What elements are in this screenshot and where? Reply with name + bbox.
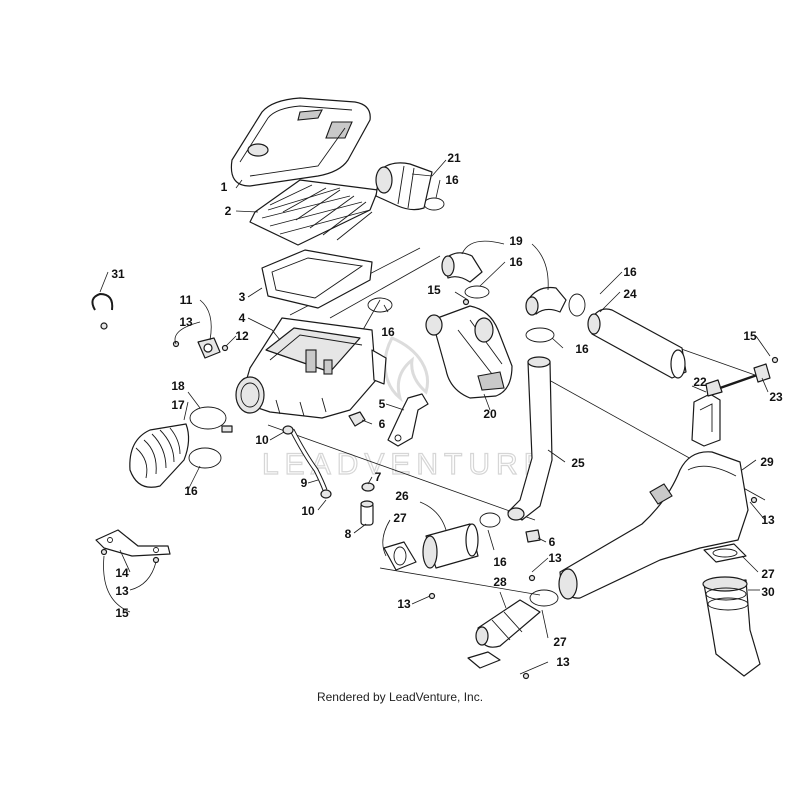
part-12-sensor-grommet bbox=[221, 344, 229, 352]
callout-19: 19 bbox=[509, 234, 523, 248]
callout-16d: 16 bbox=[575, 342, 589, 356]
callout-16b: 16 bbox=[509, 255, 523, 269]
part-22-bracket bbox=[691, 379, 723, 447]
part-7-grommet bbox=[361, 482, 375, 492]
callout-12: 12 bbox=[235, 329, 249, 343]
part-23-rod bbox=[719, 363, 771, 390]
callout-4: 4 bbox=[239, 311, 246, 325]
part-15-screws bbox=[100, 298, 779, 556]
callout-9: 9 bbox=[301, 476, 308, 490]
part-28-elbow bbox=[475, 599, 541, 648]
part-10-hose-clamp bbox=[282, 425, 332, 499]
callout-25: 25 bbox=[571, 456, 585, 470]
leader-lines bbox=[99, 159, 771, 675]
callout-16c: 16 bbox=[623, 265, 637, 279]
callout-7: 7 bbox=[375, 470, 382, 484]
callout-21: 21 bbox=[447, 151, 461, 165]
callout-14: 14 bbox=[115, 566, 129, 580]
callout-27c: 27 bbox=[761, 567, 775, 581]
callout-16g: 16 bbox=[493, 555, 507, 569]
part-27-gasket bbox=[383, 541, 747, 669]
part-2-filter-grid bbox=[249, 179, 379, 246]
callout-5: 5 bbox=[379, 397, 386, 411]
callout-20: 20 bbox=[483, 407, 497, 421]
callout-1: 1 bbox=[221, 180, 228, 194]
callout-10b: 10 bbox=[301, 504, 315, 518]
part-11-sensor bbox=[197, 337, 221, 359]
callout-24: 24 bbox=[623, 287, 637, 301]
part-25-tube bbox=[507, 356, 553, 521]
callout-13e: 13 bbox=[761, 513, 775, 527]
callout-labels: 1 2 3 4 5 6 6 7 8 9 10 10 11 12 13 13 13… bbox=[111, 151, 783, 669]
callout-15c: 15 bbox=[115, 606, 129, 620]
part-1-airbox-cover bbox=[230, 97, 371, 187]
part-14-bracket bbox=[95, 529, 171, 557]
callout-27a: 27 bbox=[393, 511, 407, 525]
callout-18: 18 bbox=[171, 379, 185, 393]
callout-15a: 15 bbox=[427, 283, 441, 297]
part-24-duct bbox=[587, 308, 687, 379]
callout-16a: 16 bbox=[445, 173, 459, 187]
callout-22: 22 bbox=[693, 375, 707, 389]
callout-6a: 6 bbox=[379, 417, 386, 431]
watermark-text: LEADVENTURE bbox=[262, 448, 550, 481]
part-29-large-duct bbox=[558, 451, 749, 600]
part-21-filter-element bbox=[375, 162, 433, 211]
part-8-spacer bbox=[360, 500, 374, 526]
callout-29: 29 bbox=[760, 455, 774, 469]
part-4-airbox-base bbox=[235, 317, 387, 419]
credit-caption: Rendered by LeadVenture, Inc. bbox=[316, 690, 484, 704]
part-5-bracket bbox=[387, 393, 429, 447]
part-26-duct bbox=[422, 523, 479, 569]
callout-13c: 13 bbox=[556, 655, 570, 669]
callout-3: 3 bbox=[239, 290, 246, 304]
callout-13a: 13 bbox=[179, 315, 193, 329]
part-19-elbow bbox=[441, 252, 567, 316]
callout-17: 17 bbox=[171, 398, 185, 412]
callout-30: 30 bbox=[761, 585, 775, 599]
watermark-logo: LEADVENTURE bbox=[261, 336, 550, 482]
part-6-screw bbox=[348, 411, 541, 543]
callout-28: 28 bbox=[493, 575, 507, 589]
callout-15b: 15 bbox=[743, 329, 757, 343]
callout-26: 26 bbox=[395, 489, 409, 503]
callout-16e: 16 bbox=[381, 325, 395, 339]
callout-6b: 6 bbox=[549, 535, 556, 549]
callout-13b: 13 bbox=[397, 597, 411, 611]
part-3-air-filter bbox=[261, 249, 373, 309]
part-31-clip bbox=[91, 292, 114, 330]
part-17-intake-boot bbox=[129, 423, 190, 488]
callout-13f: 13 bbox=[115, 584, 129, 598]
callout-8: 8 bbox=[345, 527, 352, 541]
callout-13d: 13 bbox=[548, 551, 562, 565]
callout-16f: 16 bbox=[184, 484, 198, 498]
part-30-lower-duct bbox=[702, 576, 761, 677]
callout-27b: 27 bbox=[553, 635, 567, 649]
part-18-clamp bbox=[189, 406, 233, 433]
callout-23: 23 bbox=[769, 390, 783, 404]
callout-2: 2 bbox=[225, 204, 232, 218]
part-16-clamp bbox=[188, 197, 586, 528]
callout-11: 11 bbox=[180, 293, 193, 307]
callout-10a: 10 bbox=[255, 433, 269, 447]
part-13-screws bbox=[152, 340, 758, 680]
part-9-drain-hose bbox=[289, 428, 328, 491]
callout-31: 31 bbox=[111, 267, 125, 281]
part-20-throttle-body bbox=[425, 305, 513, 399]
